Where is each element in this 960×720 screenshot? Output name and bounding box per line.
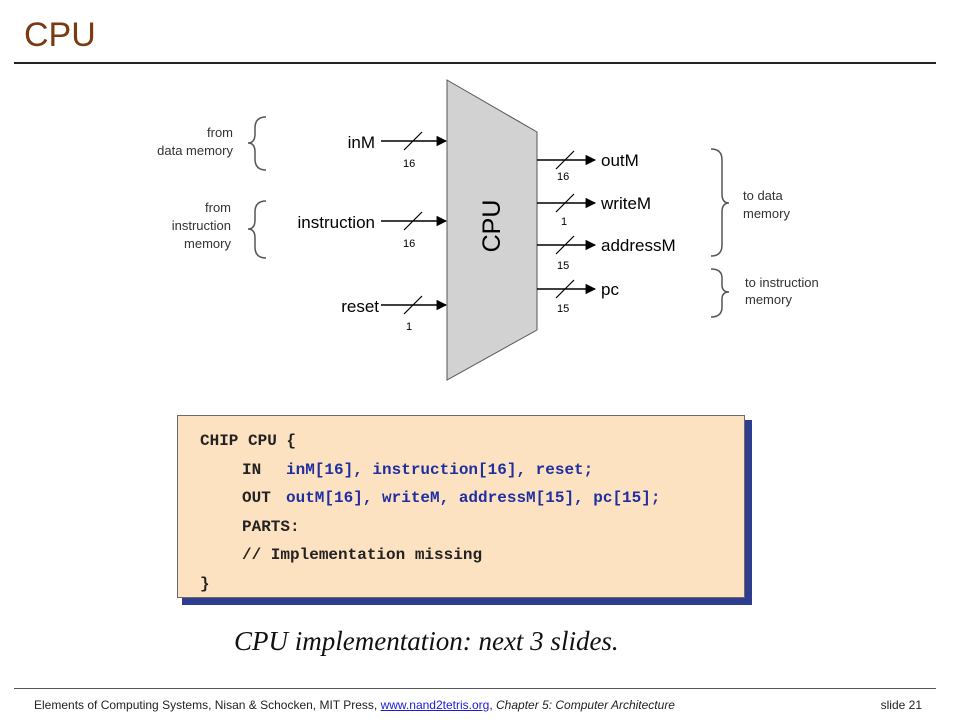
output-width-writem: 1 xyxy=(561,216,567,228)
right-brace-instruction-memory xyxy=(710,268,730,318)
slide-caption: CPU implementation: next 3 slides. xyxy=(234,626,619,656)
code-line-in: IN inM[16], instruction[16], reset; xyxy=(200,456,744,485)
output-width-outm: 16 xyxy=(557,171,569,183)
code-keyword: OUT xyxy=(242,489,271,508)
input-name-instruction: instruction xyxy=(298,213,375,232)
note-line: memory xyxy=(745,292,792,307)
output-bus-pc: pc 15 xyxy=(537,279,619,315)
note-from-instruction-memory: from instruction memory xyxy=(172,200,232,251)
output-name-writem: writeM xyxy=(600,194,651,213)
output-bus-addressm: addressM 15 xyxy=(537,235,676,272)
right-brace-data-memory xyxy=(710,148,730,257)
input-bus-reset: reset 1 xyxy=(341,295,448,333)
code-line-out: OUT outM[16], writeM, addressM[15], pc[15… xyxy=(200,484,744,513)
input-name-inm: inM xyxy=(348,133,375,152)
footer-link[interactable]: www.nand2tetris.org xyxy=(380,698,490,712)
note-line: memory xyxy=(184,236,231,251)
code-keyword: IN xyxy=(242,460,262,479)
code-line: CHIP CPU { xyxy=(200,432,297,450)
slide-number: slide 21 xyxy=(880,698,922,712)
note-line: from xyxy=(207,125,233,140)
note-to-data-memory: to data memory xyxy=(743,188,790,221)
cpu-chip-label: CPU xyxy=(478,200,506,253)
output-width-pc: 15 xyxy=(557,303,569,315)
note-from-data-memory: from data memory xyxy=(157,125,233,158)
note-line: to instruction xyxy=(745,275,819,290)
note-line: data memory xyxy=(157,143,233,158)
title-divider xyxy=(14,62,936,64)
note-line: memory xyxy=(743,206,790,221)
code-line: // Implementation missing xyxy=(242,546,483,565)
note-line: from xyxy=(205,200,231,215)
input-width-reset: 1 xyxy=(406,321,412,333)
output-name-pc: pc xyxy=(601,280,619,299)
left-brace-instruction-memory xyxy=(247,200,267,259)
input-width-instruction: 16 xyxy=(403,238,415,250)
note-line: to data xyxy=(743,188,784,203)
footer-chapter: Chapter 5: Computer Architecture xyxy=(496,698,675,712)
output-name-outm: outM xyxy=(601,151,639,170)
input-name-reset: reset xyxy=(341,297,379,316)
cpu-chip-body xyxy=(446,79,538,381)
code-line: PARTS: xyxy=(242,517,300,536)
cpu-diagram: CPU inM 16 instruction 16 reset 1 outM 1… xyxy=(157,79,819,381)
output-name-addressm: addressM xyxy=(601,236,676,255)
slide-title: CPU xyxy=(24,16,96,54)
input-bus-instruction: instruction 16 xyxy=(298,211,448,250)
hdl-code-box: CHIP CPU { IN inM[16], instruction[16], r… xyxy=(177,415,745,598)
output-bus-outm: outM 16 xyxy=(537,150,639,183)
code-line: } xyxy=(200,574,210,593)
footer-separator: , xyxy=(489,698,493,712)
input-width-inm: 16 xyxy=(403,158,415,170)
code-value: outM[16], writeM, addressM[15], pc[15]; xyxy=(286,489,661,508)
note-line: instruction xyxy=(172,218,231,233)
input-bus-inm: inM 16 xyxy=(348,131,448,170)
footer-divider xyxy=(14,688,936,689)
output-bus-writem: writeM 1 xyxy=(537,193,651,228)
output-width-addressm: 15 xyxy=(557,260,569,272)
code-value: inM[16], instruction[16], reset; xyxy=(286,460,594,479)
footer: Elements of Computing Systems, Nisan & S… xyxy=(34,698,675,712)
left-brace-data-memory xyxy=(247,116,267,171)
note-to-instruction-memory: to instruction memory xyxy=(745,275,819,307)
footer-text: Elements of Computing Systems, Nisan & S… xyxy=(34,698,378,712)
